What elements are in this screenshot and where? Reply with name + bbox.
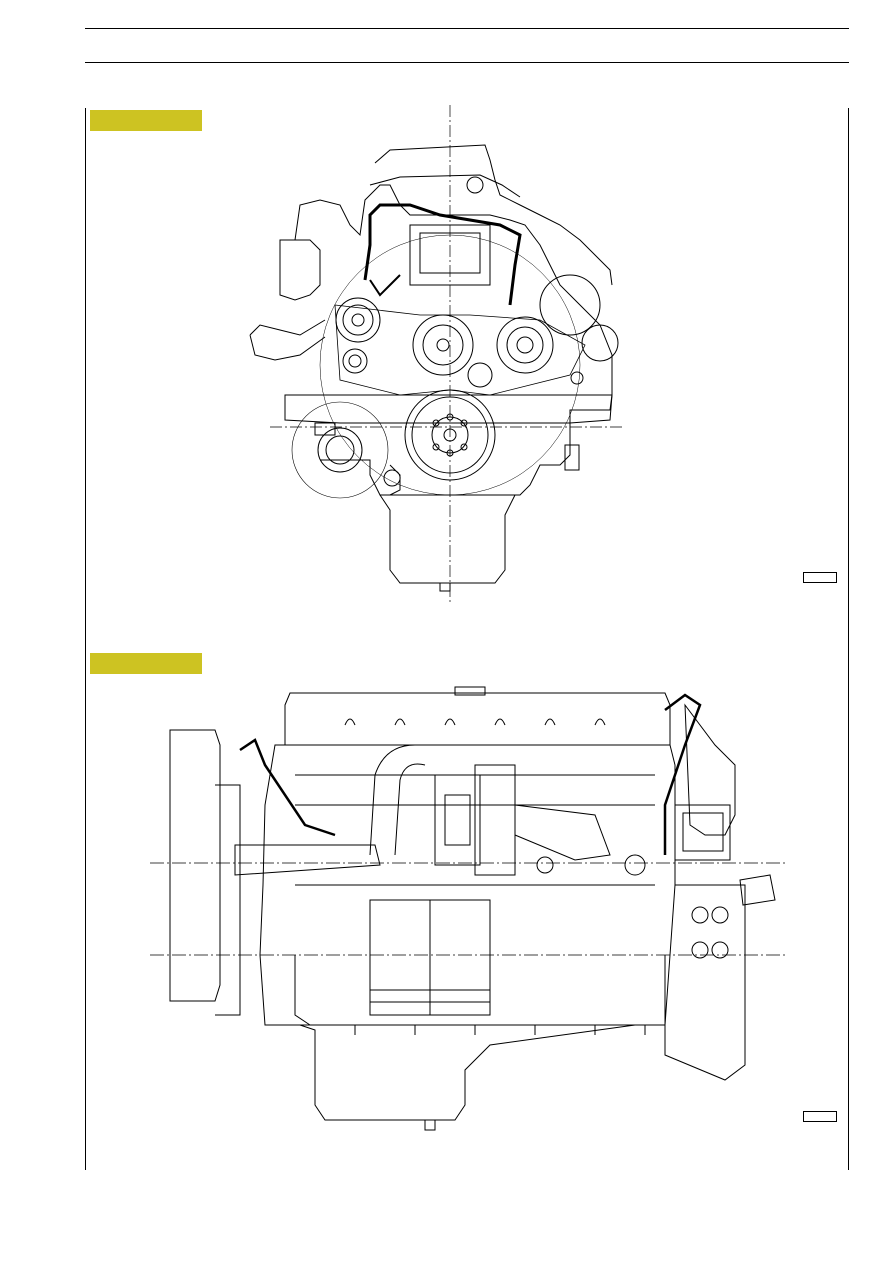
header-bottom-rule: [85, 62, 849, 63]
engine-side-view-drawing-icon: [145, 685, 790, 1140]
figure-1-tab: [90, 110, 202, 131]
right-margin-rule: [848, 108, 849, 1170]
left-margin-rule: [85, 108, 86, 1170]
figure-2-number-box: [803, 1111, 837, 1122]
figure-1-number-box: [803, 572, 837, 583]
figure-2-tab: [90, 653, 202, 674]
engine-front-view-drawing-icon: [240, 105, 640, 610]
header-top-rule: [85, 28, 849, 29]
